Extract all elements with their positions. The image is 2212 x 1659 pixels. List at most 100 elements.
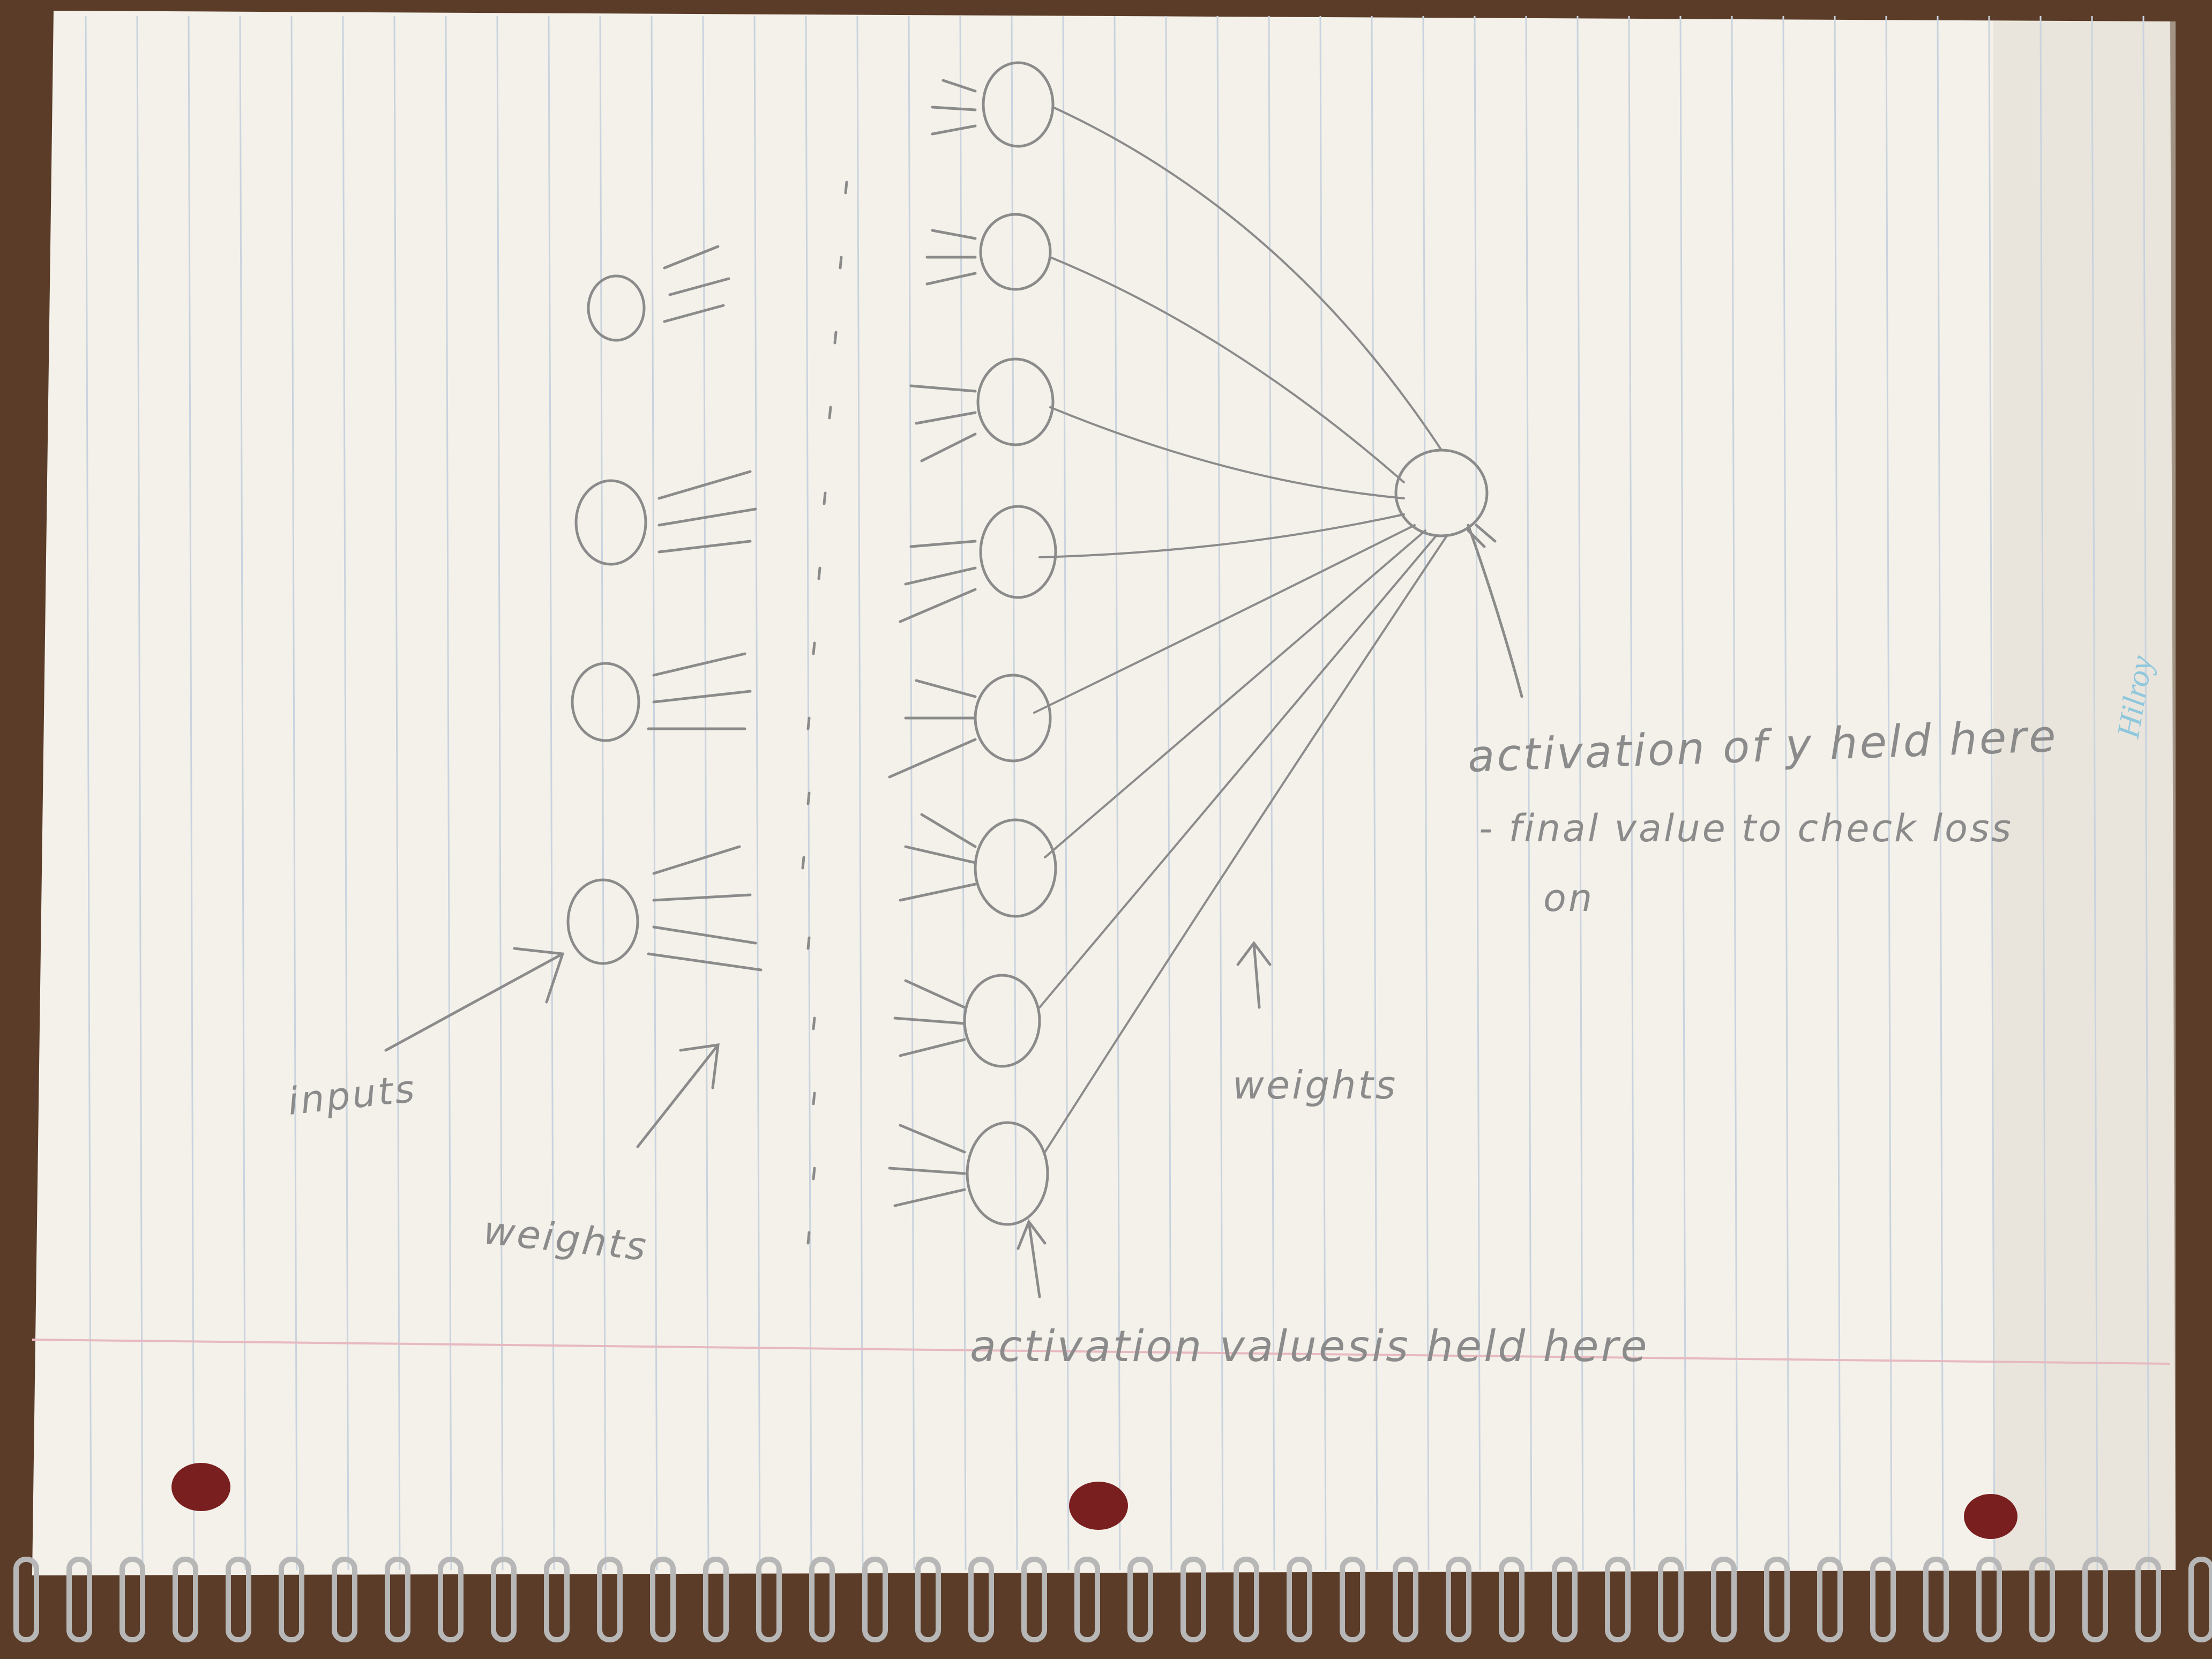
spiral-ring	[544, 1557, 570, 1642]
spiral-binding	[13, 1557, 2212, 1642]
spiral-ring	[1817, 1557, 1843, 1642]
ruled-lines	[85, 16, 2150, 1571]
neural-network-diagram	[384, 61, 1523, 1298]
ruled-line	[1114, 16, 1121, 1571]
spiral-ring	[279, 1557, 304, 1642]
binder-hole-left	[171, 1463, 230, 1511]
spiral-ring	[1127, 1557, 1153, 1642]
binder-holes	[171, 1463, 2017, 1539]
label-activation-y-line2: - final value to check loss	[1479, 806, 2013, 850]
spiral-ring	[1393, 1557, 1418, 1642]
ruled-line	[1422, 16, 1430, 1571]
spiral-ring	[2082, 1557, 2108, 1642]
spiral-ring	[332, 1557, 357, 1642]
spiral-ring	[1923, 1557, 1949, 1642]
hidden-layer	[963, 61, 1057, 1226]
hidden-incoming-strokes	[888, 79, 977, 1207]
hidden-layers-ellipsis	[801, 181, 848, 1245]
hidden-to-output-connections	[1033, 106, 1448, 1153]
spiral-ring	[1340, 1557, 1365, 1642]
spiral-ring	[1870, 1557, 1896, 1642]
spiral-ring	[915, 1557, 941, 1642]
ruled-line	[342, 16, 349, 1571]
input-weight-strokes	[647, 245, 763, 972]
spiral-ring	[66, 1557, 92, 1642]
hidden-node-4	[979, 505, 1057, 599]
hidden-node-6	[974, 818, 1057, 918]
spiral-ring	[1234, 1557, 1259, 1642]
ruled-line	[1628, 16, 1635, 1571]
ruled-line	[651, 16, 658, 1571]
ruled-line	[1782, 16, 1790, 1571]
notebook-paper	[32, 11, 2176, 1575]
margin-line	[32, 1339, 2171, 1365]
annotation-arrows	[384, 940, 1272, 1298]
spiral-ring	[119, 1557, 145, 1642]
ruled-line	[1011, 16, 1018, 1571]
ruled-line	[702, 16, 709, 1571]
ruled-line	[1834, 16, 1841, 1571]
ruled-line	[1062, 16, 1070, 1571]
ruled-line	[1576, 16, 1584, 1571]
ruled-line	[753, 16, 761, 1571]
spiral-ring	[226, 1557, 251, 1642]
spiral-ring	[2029, 1557, 2055, 1642]
ruled-line	[2091, 16, 2098, 1571]
ruled-line	[1731, 16, 1738, 1571]
spiral-ring	[1446, 1557, 1471, 1642]
label-activation-hidden: activation valuesis held here	[970, 1321, 1649, 1371]
spiral-ring	[597, 1557, 623, 1642]
ruled-line	[1319, 16, 1327, 1571]
spiral-ring	[438, 1557, 464, 1642]
ruled-line	[496, 16, 504, 1571]
ruled-line	[2039, 16, 2047, 1571]
spiral-ring	[1552, 1557, 1578, 1642]
spiral-ring	[1658, 1557, 1684, 1642]
ruled-line	[1165, 16, 1172, 1571]
ruled-line	[548, 16, 555, 1571]
ruled-line	[239, 16, 246, 1571]
input-node-1	[587, 274, 646, 342]
label-activation-y-line3: on	[1543, 876, 1594, 920]
spiral-ring	[1976, 1557, 2002, 1642]
hidden-node-2	[979, 213, 1052, 291]
ruled-line	[599, 16, 607, 1571]
spiral-ring	[1287, 1557, 1312, 1642]
paper-shadow-right	[1993, 21, 2176, 1570]
hidden-node-1	[982, 61, 1055, 148]
ruled-line	[85, 16, 92, 1571]
spiral-ring	[650, 1557, 676, 1642]
hidden-node-3	[976, 357, 1055, 446]
spiral-ring	[2135, 1557, 2161, 1642]
spiral-ring	[756, 1557, 782, 1642]
spiral-ring	[173, 1557, 198, 1642]
output-pointer-line	[1467, 524, 1523, 698]
ruled-line	[1474, 16, 1481, 1571]
spiral-ring	[2188, 1557, 2212, 1642]
input-node-4	[566, 878, 639, 965]
spiral-ring	[385, 1557, 410, 1642]
ruled-line	[2142, 16, 2150, 1571]
spiral-ring	[703, 1557, 729, 1642]
ruled-line	[1268, 16, 1275, 1571]
spiral-ring	[862, 1557, 888, 1642]
ruled-line	[908, 16, 915, 1571]
input-node-2	[574, 479, 647, 566]
spiral-ring	[968, 1557, 994, 1642]
spiral-ring	[809, 1557, 835, 1642]
spiral-ring	[1764, 1557, 1790, 1642]
spiral-ring	[1711, 1557, 1737, 1642]
ruled-line	[856, 16, 864, 1571]
spiral-ring	[13, 1557, 39, 1642]
hidden-node-8	[966, 1121, 1049, 1226]
ruled-line	[1371, 16, 1378, 1571]
ruled-line	[1988, 16, 1996, 1571]
ruled-line	[290, 16, 298, 1571]
spiral-ring	[1021, 1557, 1047, 1642]
spiral-ring	[491, 1557, 517, 1642]
binder-hole-center	[1069, 1482, 1128, 1530]
spiral-ring	[1074, 1557, 1100, 1642]
hidden-node-7	[963, 974, 1041, 1068]
binder-hole-right	[1964, 1494, 2017, 1539]
